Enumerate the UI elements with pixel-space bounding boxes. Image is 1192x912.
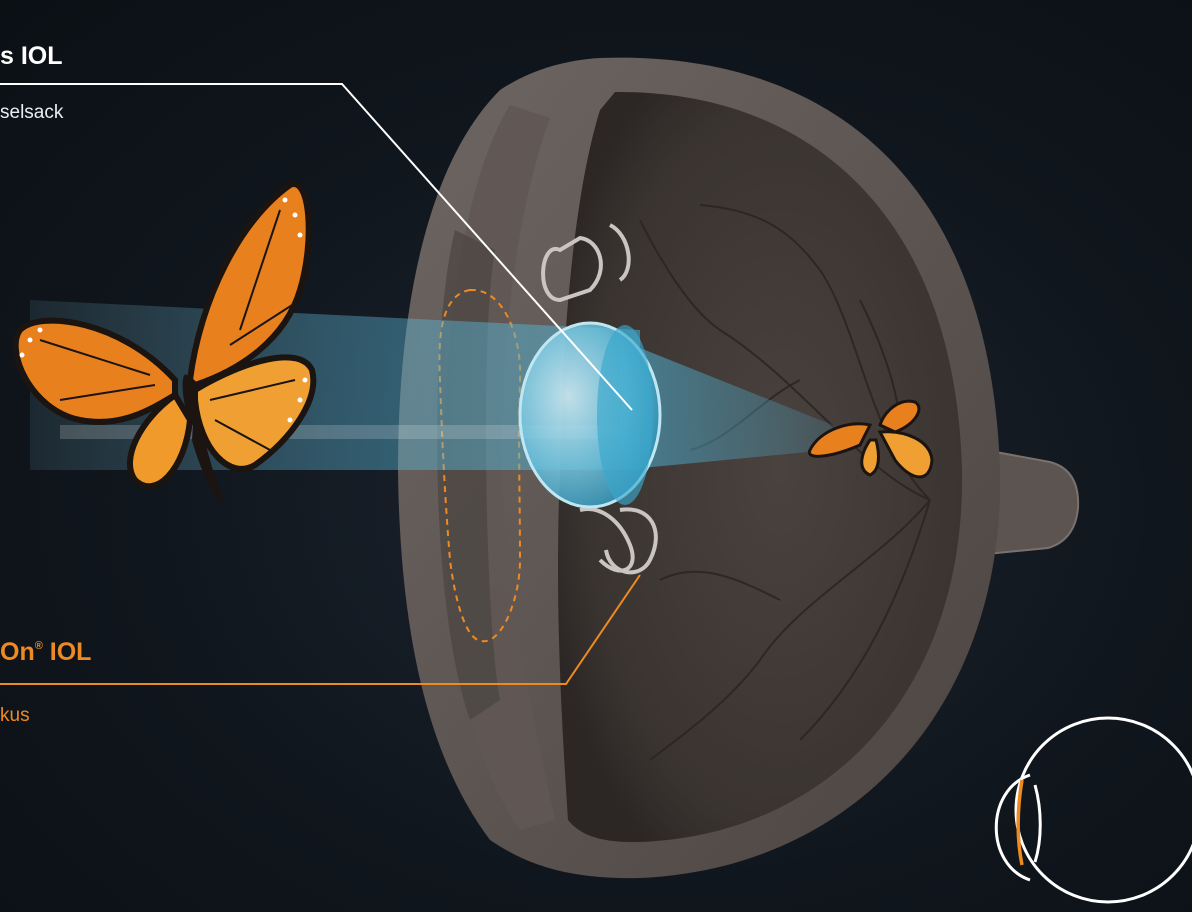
bottom-title-suffix: IOL — [43, 638, 92, 666]
bottom-lens-title: On® IOL — [0, 638, 91, 667]
top-lens-title: s IOL — [0, 42, 63, 71]
mini-eye-lens-icon — [996, 718, 1192, 902]
bottom-title-main: On — [0, 638, 35, 666]
top-lens-subtitle: selsack — [0, 102, 63, 124]
bottom-lens-subtitle: kus — [0, 705, 30, 727]
registered-mark: ® — [35, 640, 43, 652]
